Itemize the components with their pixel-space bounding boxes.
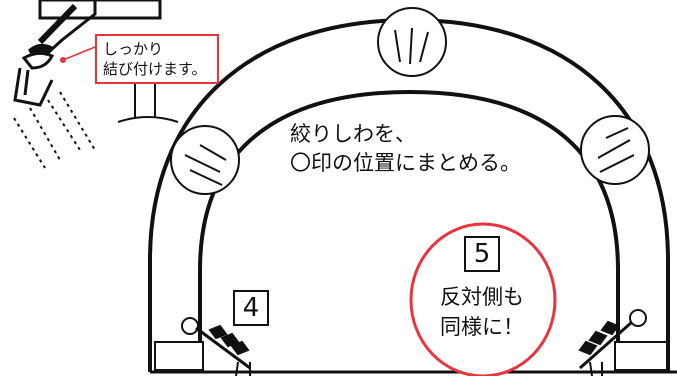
callout-line-1: しっかり bbox=[103, 40, 164, 58]
callout-line-2: 結び付けます。 bbox=[103, 60, 207, 78]
post-illustration bbox=[117, 84, 179, 123]
step-number-5: 5 bbox=[464, 236, 500, 272]
right-rope-knot bbox=[578, 309, 647, 376]
instruction-text: 絞りしわを、 〇印の位置にまとめる。 bbox=[290, 120, 521, 178]
repeat-note-line-1: 反対側も bbox=[440, 285, 524, 309]
left-rope-knot bbox=[181, 317, 251, 376]
red-circle-highlight bbox=[409, 222, 557, 376]
callout-box: しっかり 結び付けます。 bbox=[95, 34, 219, 84]
gather-circle-right bbox=[580, 115, 650, 185]
base-frame bbox=[154, 341, 668, 371]
instruction-line-1: 絞りしわを、 bbox=[290, 122, 416, 146]
gather-circle-top bbox=[377, 7, 447, 77]
instruction-line-2: 〇印の位置にまとめる。 bbox=[290, 151, 521, 175]
repeat-note-line-2: 同様に！ bbox=[440, 315, 524, 339]
step-number-4: 4 bbox=[233, 290, 269, 326]
gather-circle-left bbox=[170, 125, 240, 195]
repeat-note: 反対側も 同様に！ bbox=[412, 282, 552, 342]
knot-illustration bbox=[13, 0, 162, 169]
